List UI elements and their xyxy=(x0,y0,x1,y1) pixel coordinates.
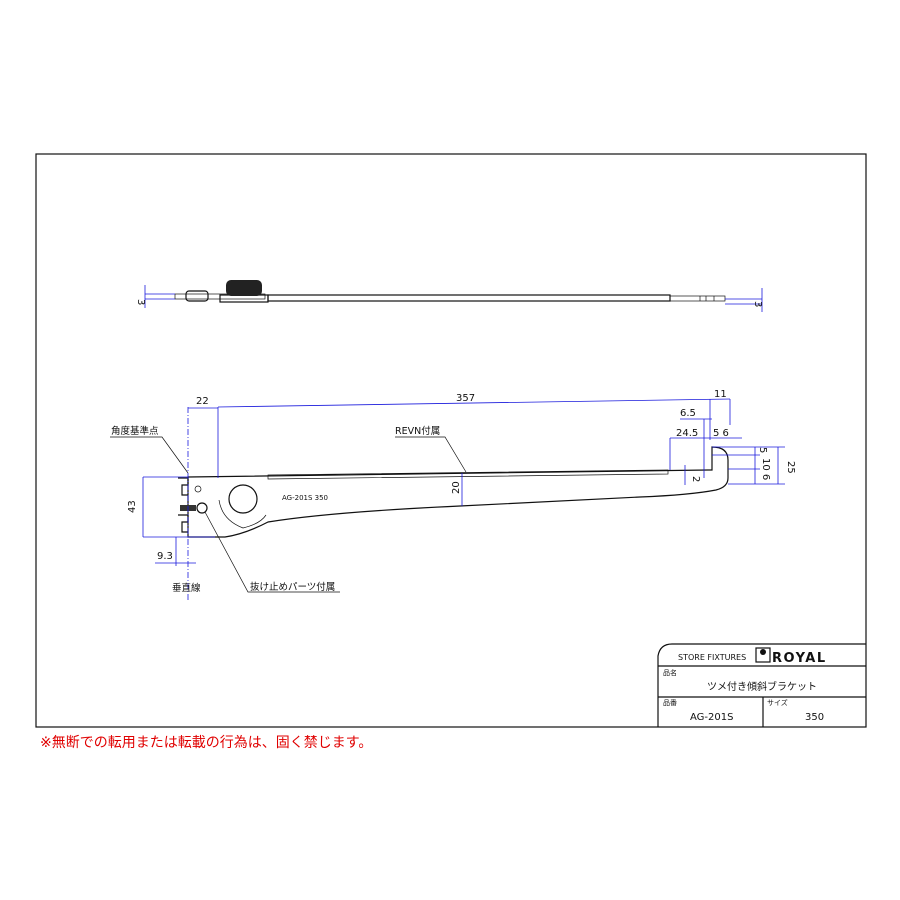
part-label: 品番 xyxy=(663,699,677,707)
royal-logo-icon xyxy=(755,647,771,663)
dim-24-5: 24.5 xyxy=(676,428,698,439)
dim-5: 5 xyxy=(757,447,768,453)
dim-top-right: 3 xyxy=(752,301,763,307)
dim-10-6: 10 6 xyxy=(760,458,771,480)
label-vertical-line: 垂直線 xyxy=(172,582,201,594)
name-value: ツメ付き傾斜ブラケット xyxy=(707,680,817,693)
dim-top-left: 3 xyxy=(135,299,146,305)
dim-20: 20 xyxy=(451,481,462,494)
size-value: 350 xyxy=(805,712,824,723)
size-label: サイズ xyxy=(767,698,788,707)
engraving-text: AG-201S 350 xyxy=(282,494,328,502)
side-view: AG-201S 350 22 357 11 6.5 24.5 5 6 2 20 … xyxy=(110,389,796,600)
label-angle-reference: 角度基準点 xyxy=(111,425,159,437)
dim-43: 43 xyxy=(127,500,138,513)
company-label: STORE FIXTURES xyxy=(678,653,746,662)
top-view: 3 3 xyxy=(135,280,763,312)
dim-11: 11 xyxy=(714,389,727,400)
drawing-frame xyxy=(35,153,867,728)
dim-22: 22 xyxy=(196,396,209,407)
knob-icon xyxy=(226,280,262,296)
bracket-outline xyxy=(187,446,729,538)
name-label: 品名 xyxy=(663,668,677,677)
copyright-warning: ※無断での転用または転載の行為は、固く禁じます。 xyxy=(40,735,372,751)
dim-6-5: 6.5 xyxy=(680,408,696,419)
label-stopper-part: 抜け止めパーツ付属 xyxy=(250,581,335,593)
label-revn: REVN付属 xyxy=(395,426,440,437)
part-value: AG-201S xyxy=(690,712,733,723)
dim-5-6: 5 6 xyxy=(713,428,729,439)
brand-logo: ROYAL xyxy=(772,651,827,666)
dim-357: 357 xyxy=(456,393,475,404)
dim-2: 2 xyxy=(690,476,701,482)
angle-disc xyxy=(228,484,258,514)
dim-25: 25 xyxy=(785,461,796,474)
title-block: STORE FIXTURES ROYAL 品名 ツメ付き傾斜ブラケット 品番 A… xyxy=(657,643,866,727)
dim-9-3: 9.3 xyxy=(157,551,173,562)
